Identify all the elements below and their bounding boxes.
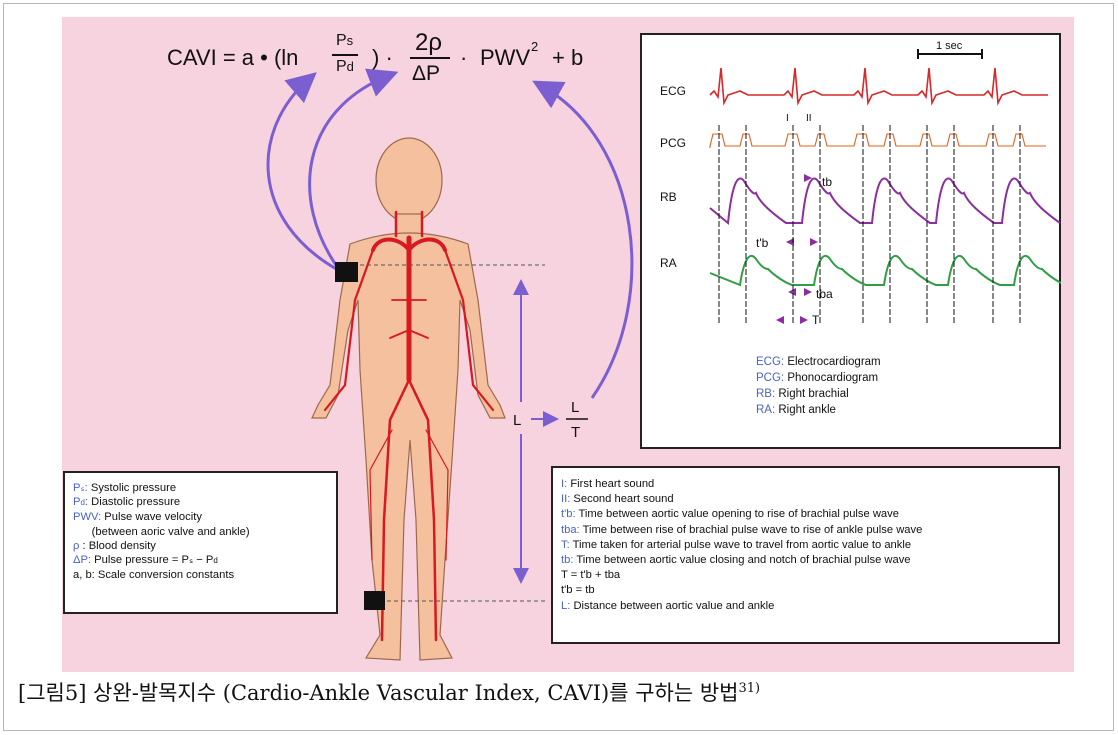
label-frac-T: T <box>571 424 580 441</box>
legend-right-row: L: Distance between aortic value and ank… <box>561 599 1058 614</box>
legend-left-row: a, b: Scale conversion constants <box>73 568 336 582</box>
legend-left: Pₛ: Systolic pressure Pd: Diastolic pres… <box>63 471 338 614</box>
legend-right-row: II: Second heart sound <box>561 492 1058 507</box>
figure-caption: [그림5] 상완-발목지수 (Cardio-Ankle Vascular Ind… <box>18 677 760 707</box>
legend-pcg: PCG: Phonocardiogram <box>756 372 878 384</box>
legend-left-row: ρ : Blood density <box>73 539 336 553</box>
arrow-lt-to-pwv <box>540 85 632 398</box>
rb-trace <box>710 178 1060 223</box>
arrow-arm-to-ps <box>268 78 338 270</box>
legend-ecg: ECG: Electrocardiogram <box>756 356 881 368</box>
channel-rb: RB <box>660 190 677 204</box>
label-frac-L: L <box>571 399 579 416</box>
pcg-trace <box>710 134 1046 148</box>
legend-right-row: tb: Time between aortic value closing an… <box>561 553 1058 568</box>
legend-right: I: First heart sound II: Second heart so… <box>551 466 1060 644</box>
legend-right-row: T = t'b + tba <box>561 568 1058 583</box>
legend-left-row: Pd: Diastolic pressure <box>73 495 336 510</box>
scale-bar-label: 1 sec <box>936 40 963 52</box>
legend-left-row: ΔP: Pulse pressure = Pₛ − Pd <box>73 553 336 568</box>
human-body <box>312 138 505 660</box>
legend-right-row: t'b: Time between aortic value opening t… <box>561 507 1058 522</box>
legend-ra: RA: Right ankle <box>756 404 836 416</box>
ecg-trace <box>710 68 1048 103</box>
channel-ecg: ECG <box>660 84 686 98</box>
legend-rb: RB: Right brachial <box>756 388 849 400</box>
channel-ra: RA <box>660 256 677 270</box>
interval-tb: tb <box>822 175 832 189</box>
legend-right-row: T: Time taken for arterial pulse wave to… <box>561 538 1058 553</box>
interval-tpb: t'b <box>756 236 769 250</box>
ra-trace <box>710 256 1061 285</box>
interval-T: T <box>812 313 820 327</box>
ankle-sensor <box>364 591 385 610</box>
legend-right-row: tba: Time between rise of brachial pulse… <box>561 523 1058 538</box>
marker-II: II <box>806 113 812 124</box>
marker-I: I <box>786 113 789 124</box>
caption-reference: 31) <box>738 681 760 696</box>
interval-tba: tba <box>816 287 833 301</box>
channel-pcg: PCG <box>660 136 686 150</box>
legend-right-row: I: First heart sound <box>561 477 1058 492</box>
brachial-sensor <box>335 262 358 282</box>
legend-left-row: (between aoric valve and ankle) <box>73 525 336 539</box>
legend-left-row: Pₛ: Systolic pressure <box>73 481 336 495</box>
label-L: L <box>513 412 521 429</box>
legend-right-row: t'b = tb <box>561 583 1058 598</box>
signal-traces: 1 sec ECG PCG RB RA I II tb t'b tba T EC… <box>640 33 1061 449</box>
legend-left-row: PWV: Pulse wave velocity <box>73 510 336 524</box>
